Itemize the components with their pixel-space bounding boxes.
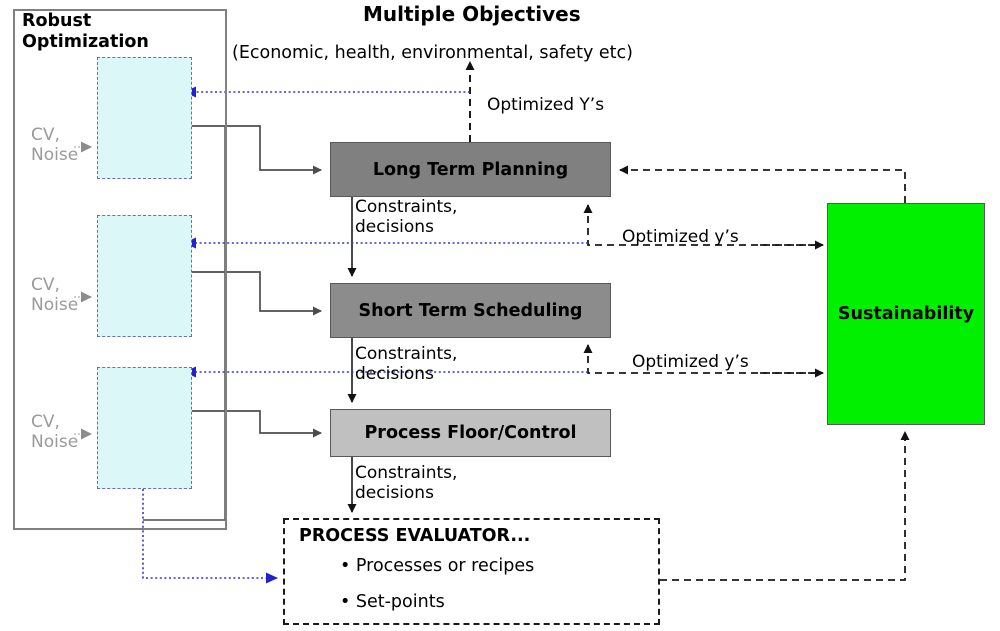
feedback-pe-to-sustainability <box>660 431 910 581</box>
edge-label-optimized-Y: Optimized Y’s <box>487 95 605 115</box>
feedback-sustainability-to-ltp <box>619 165 906 203</box>
edge-label-optimized-y-1: Optimized y’s <box>622 227 739 247</box>
process-evaluator-title: PROCESS EVALUATOR... <box>299 526 531 546</box>
box-short-term-scheduling[interactable]: Short Term Scheduling <box>330 283 611 338</box>
robust-optimization-title: Robust Optimization <box>22 11 149 52</box>
cv-noise-label-3: CV, Noise <box>31 412 79 453</box>
edge-label-constraints-decisions-3: Constraints, decisions <box>355 463 458 503</box>
robust-opt-subbox-2 <box>97 215 192 337</box>
diagram-title: Multiple Objectives <box>363 2 581 26</box>
box-process-floor-control[interactable]: Process Floor/Control <box>330 409 611 457</box>
robust-opt-subbox-1 <box>97 57 192 179</box>
diagram-subtitle: (Economic, health, environmental, safety… <box>232 43 633 63</box>
box-sustainability[interactable]: Sustainability <box>827 203 985 425</box>
process-evaluator-bullet-1: • Processes or recipes <box>340 556 535 576</box>
robust-opt-subbox-3 <box>97 367 192 489</box>
process-evaluator-bullet-2: • Set-points <box>340 592 445 612</box>
sustainability-inbound-stubs <box>760 240 824 378</box>
box-process-evaluator[interactable]: PROCESS EVALUATOR... • Processes or reci… <box>283 518 660 625</box>
box-long-term-planning[interactable]: Long Term Planning <box>330 142 611 197</box>
robust-optimization-panel <box>13 9 227 530</box>
edge-label-optimized-y-2: Optimized y’s <box>632 352 749 372</box>
edge-label-constraints-decisions-2: Constraints, decisions <box>355 344 458 384</box>
cv-noise-label-1: CV, Noise <box>31 125 79 166</box>
edge-label-constraints-decisions-1: Constraints, decisions <box>355 197 458 237</box>
cv-noise-label-2: CV, Noise <box>31 275 79 316</box>
